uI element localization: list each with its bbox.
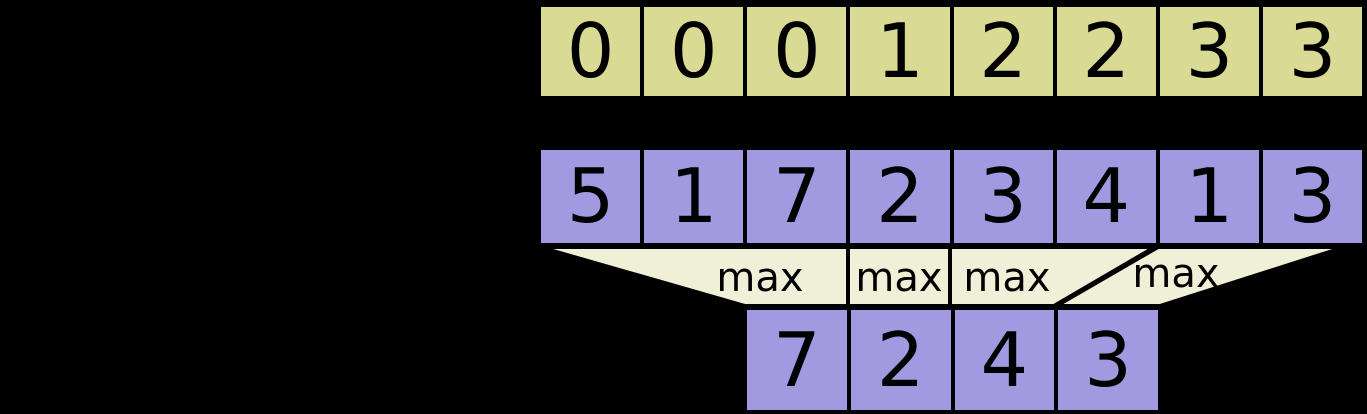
max-label: max xyxy=(1132,251,1220,297)
cell: 7 xyxy=(747,310,847,410)
cell: 4 xyxy=(1056,150,1156,243)
cell: 3 xyxy=(1262,150,1362,243)
max-label: max xyxy=(963,255,1051,301)
max-label: max xyxy=(855,255,943,301)
cell: 5 xyxy=(541,150,641,243)
cell: 3 xyxy=(953,150,1053,243)
cell: 1 xyxy=(1159,150,1259,243)
cell: 2 xyxy=(1056,7,1156,96)
cell: 3 xyxy=(1058,310,1158,410)
max-label: max xyxy=(716,255,804,301)
cell: 0 xyxy=(644,7,744,96)
cell: 2 xyxy=(850,310,951,410)
cell: 7 xyxy=(747,150,847,243)
cell: 4 xyxy=(954,310,1055,410)
cell: 0 xyxy=(541,7,641,96)
cell: 1 xyxy=(850,7,950,96)
cell: 0 xyxy=(747,7,847,96)
cell: 3 xyxy=(1262,7,1362,96)
cell: 1 xyxy=(644,150,744,243)
cell: 2 xyxy=(953,7,1053,96)
cell: 3 xyxy=(1159,7,1259,96)
cell: 2 xyxy=(850,150,950,243)
